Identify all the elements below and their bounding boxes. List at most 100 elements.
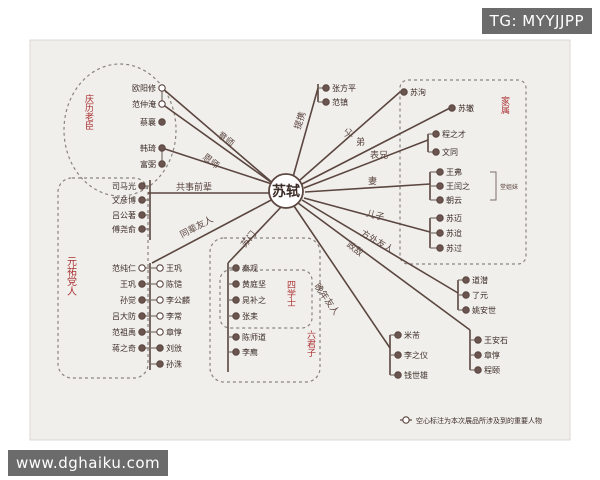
- node-label-ouyangxiu: 欧阳修: [132, 83, 156, 93]
- node-dot-chaobuzhi: [232, 296, 240, 304]
- node-dot-chengzhicai: [432, 130, 440, 138]
- node-dot-chenshidao: [232, 333, 240, 341]
- node-dot-fanzuyu: [138, 328, 146, 336]
- node-dot-wentong: [432, 148, 440, 156]
- node-label-simaguang: 司马光: [112, 181, 136, 191]
- node-dot-fanzhen: [322, 98, 330, 106]
- node-dot-suzhu: [436, 229, 444, 237]
- node-label-suguo: 苏过: [446, 243, 462, 253]
- node-dot-chengyi: [474, 366, 482, 374]
- node-label-fanzuyu: 范祖禹: [112, 327, 136, 337]
- node-dot-yanganshi: [462, 306, 470, 314]
- node-label-wangrunzhi: 王闰之: [446, 181, 470, 191]
- node-label-zhangfangping: 张方平: [332, 83, 356, 93]
- node-label-wanggong: 王巩: [120, 280, 136, 289]
- node-label-suhai: 苏迈: [446, 213, 462, 223]
- node-label-fuyaoyu: 傅尧俞: [112, 224, 136, 234]
- node-dot-zhangdun2: [474, 351, 482, 359]
- node-label-chenxiang: 陈慥: [166, 279, 182, 289]
- legend-text: 空心标注为本次展品所涉及到的重要人物: [416, 416, 542, 425]
- watermark-bottom: www.dghaiku.com: [8, 450, 169, 476]
- node-dot-wenyanbo: [138, 196, 146, 204]
- node-label-chengyi: 程颐: [484, 366, 500, 375]
- group-yuanyou-label: 元祐党人: [65, 256, 77, 296]
- node-dot-chenxiang: [156, 280, 164, 288]
- node-label-ligongfu: 李公麟: [166, 295, 190, 305]
- node-label-fanzhen: 范镇: [332, 97, 348, 107]
- node-label-wanganshi: 王安石: [484, 335, 508, 345]
- node-label-chenshidao: 陈师道: [242, 332, 266, 342]
- connectors: [148, 84, 471, 375]
- node-label-suzhe: 苏辙: [458, 103, 474, 113]
- group-liujunzi-box: [209, 237, 321, 383]
- node-dot-chaoyun: [436, 196, 444, 204]
- edge-label: 共事前辈: [176, 181, 212, 193]
- node-label-sunjue: 孙觉: [120, 295, 136, 305]
- node-label-chaoyun: 朝云: [446, 196, 462, 205]
- group-qingli: 庆历老臣: [63, 63, 177, 197]
- node-label-chaobuzhi: 晁补之: [242, 295, 266, 305]
- node-label-huangtingjian: 黄庭坚: [242, 279, 266, 289]
- edge-label: 父: [344, 128, 353, 139]
- node-dot-ligongfu: [156, 296, 164, 304]
- node-dot-suzhe: [448, 104, 456, 112]
- node-label-fanchunren: 范纯仁: [112, 263, 136, 273]
- node-label-lizhiyi: 李之仪: [404, 350, 428, 360]
- node-dot-sunjue: [138, 296, 146, 304]
- node-label-lichang: 李常: [166, 311, 182, 321]
- node-dot-fubi: [158, 160, 166, 168]
- edge-label: 儿子: [365, 208, 385, 223]
- sheet-border: [29, 39, 571, 441]
- node-dot-lvgongzhu: [138, 211, 146, 219]
- node-dot-zhanglei: [232, 312, 240, 320]
- node-dot-lichang: [156, 312, 164, 320]
- group-sixueshi-label: 四学士: [285, 280, 296, 307]
- node-label-zhangdun: 章惇: [166, 327, 182, 337]
- center-node: [268, 173, 304, 209]
- nodes-layer: 欧阳修范仲淹蔡襄韩琦富弼司马光文彦博吕公著傅尧俞范纯仁王巩孙觉吕大防范祖禹蒋之奇…: [112, 83, 508, 380]
- node-dot-zhangdun: [156, 328, 164, 336]
- node-label-liaoyuan: 了元: [472, 291, 488, 300]
- node-dot-suguo: [436, 244, 444, 252]
- node-dot-daoqian: [462, 276, 470, 284]
- node-label-fubi: 富弼: [140, 159, 156, 169]
- bracket-note: 堂姐妹: [500, 183, 518, 191]
- node-dot-fanzhongyan: [158, 100, 166, 108]
- node-dot-lizhi: [232, 348, 240, 356]
- node-label-liuban: 刘攽: [166, 343, 182, 353]
- node-dot-hanqi: [158, 144, 166, 152]
- node-dot-liuban: [156, 344, 164, 352]
- group-family-box: [399, 79, 527, 265]
- node-dot-wangrunzhi: [436, 182, 444, 190]
- node-label-wanggong2: 王巩: [166, 264, 182, 273]
- node-label-jiangzhiqi: 蒋之奇: [112, 343, 136, 353]
- node-dot-lizhiyi: [394, 351, 402, 359]
- node-dot-wanganshi: [474, 336, 482, 344]
- node-dot-suxun: [400, 88, 408, 96]
- node-dot-simaguang: [138, 182, 146, 190]
- node-dot-qinguan: [232, 264, 240, 272]
- node-label-lvdafang: 吕大防: [112, 311, 136, 321]
- node-dot-zhangfangping: [322, 84, 330, 92]
- node-dot-suhai: [436, 214, 444, 222]
- node-label-hanqi: 韩琦: [140, 143, 156, 153]
- node-dot-wanggong: [138, 280, 146, 288]
- bracket: [490, 171, 497, 201]
- node-dot-caixiang: [158, 118, 166, 126]
- edge-label: 表兄: [370, 149, 388, 161]
- node-label-fanzhongyan: 范仲淹: [132, 99, 156, 109]
- node-label-sunzhu: 孙洙: [166, 359, 182, 369]
- node-dot-liaoyuan: [462, 291, 470, 299]
- node-label-qinguan: 秦观: [242, 263, 258, 273]
- node-label-zhangdun2: 章惇: [484, 350, 500, 360]
- group-qingli-label: 庆历老臣: [83, 93, 94, 130]
- node-label-suzhu: 苏迨: [446, 228, 462, 238]
- node-label-qianshixiong: 钱世雄: [404, 370, 428, 380]
- watermark-top: TG: MYYJJPP: [481, 8, 592, 34]
- node-label-mifu: 米芾: [404, 330, 420, 340]
- node-dot-mifu: [394, 331, 402, 339]
- node-dot-huangtingjian: [232, 280, 240, 288]
- node-dot-fanchunren: [138, 264, 146, 272]
- edge-label: 妻: [368, 175, 377, 187]
